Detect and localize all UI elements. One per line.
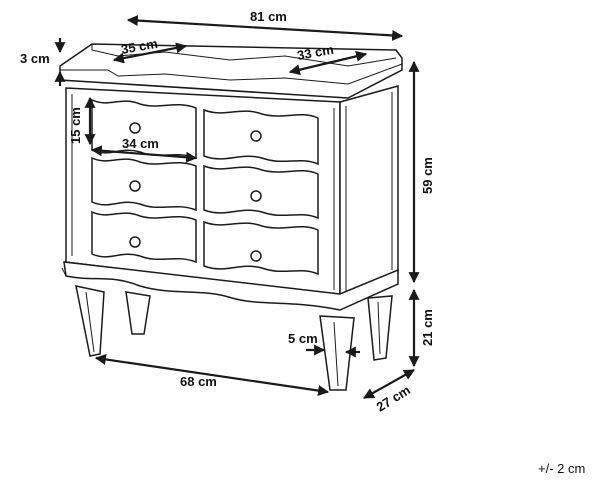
leg-front-left [75, 285, 105, 357]
label-leg-height: 21 cm [420, 309, 435, 346]
label-top-thickness: 3 cm [20, 51, 50, 66]
drawer-right-bottom [203, 220, 319, 276]
dim-line-drawer-width [90, 145, 198, 163]
chest-of-drawers-illustration [59, 43, 403, 391]
body-side [339, 85, 399, 298]
label-base-width: 68 cm [180, 374, 217, 389]
leg-back-right [367, 295, 393, 361]
dim-line-base-width [94, 353, 330, 397]
dim-line-top-depth-left [112, 42, 188, 64]
label-leg-width: 5 cm [288, 331, 318, 346]
leg-back-left [125, 291, 151, 335]
drawer-right-middle [203, 164, 319, 220]
label-top-depth-right: 33 cm [296, 42, 335, 63]
base-apron [63, 261, 399, 311]
drawer-left-middle [91, 156, 197, 212]
label-body-height: 59 cm [420, 157, 435, 194]
dim-line-width-top [126, 15, 404, 41]
dim-line-top-depth-right [288, 50, 368, 76]
label-width-top: 81 cm [250, 9, 287, 24]
label-drawer-height: 15 cm [68, 107, 83, 144]
label-depth: 27 cm [374, 382, 413, 414]
label-drawer-width: 34 cm [122, 136, 159, 151]
drawer-right-top [203, 108, 319, 166]
drawer-left-bottom [91, 210, 197, 264]
label-top-depth-left: 35 cm [120, 36, 159, 57]
dim-line-depth [363, 369, 415, 399]
tolerance-note: +/- 2 cm [538, 461, 585, 476]
